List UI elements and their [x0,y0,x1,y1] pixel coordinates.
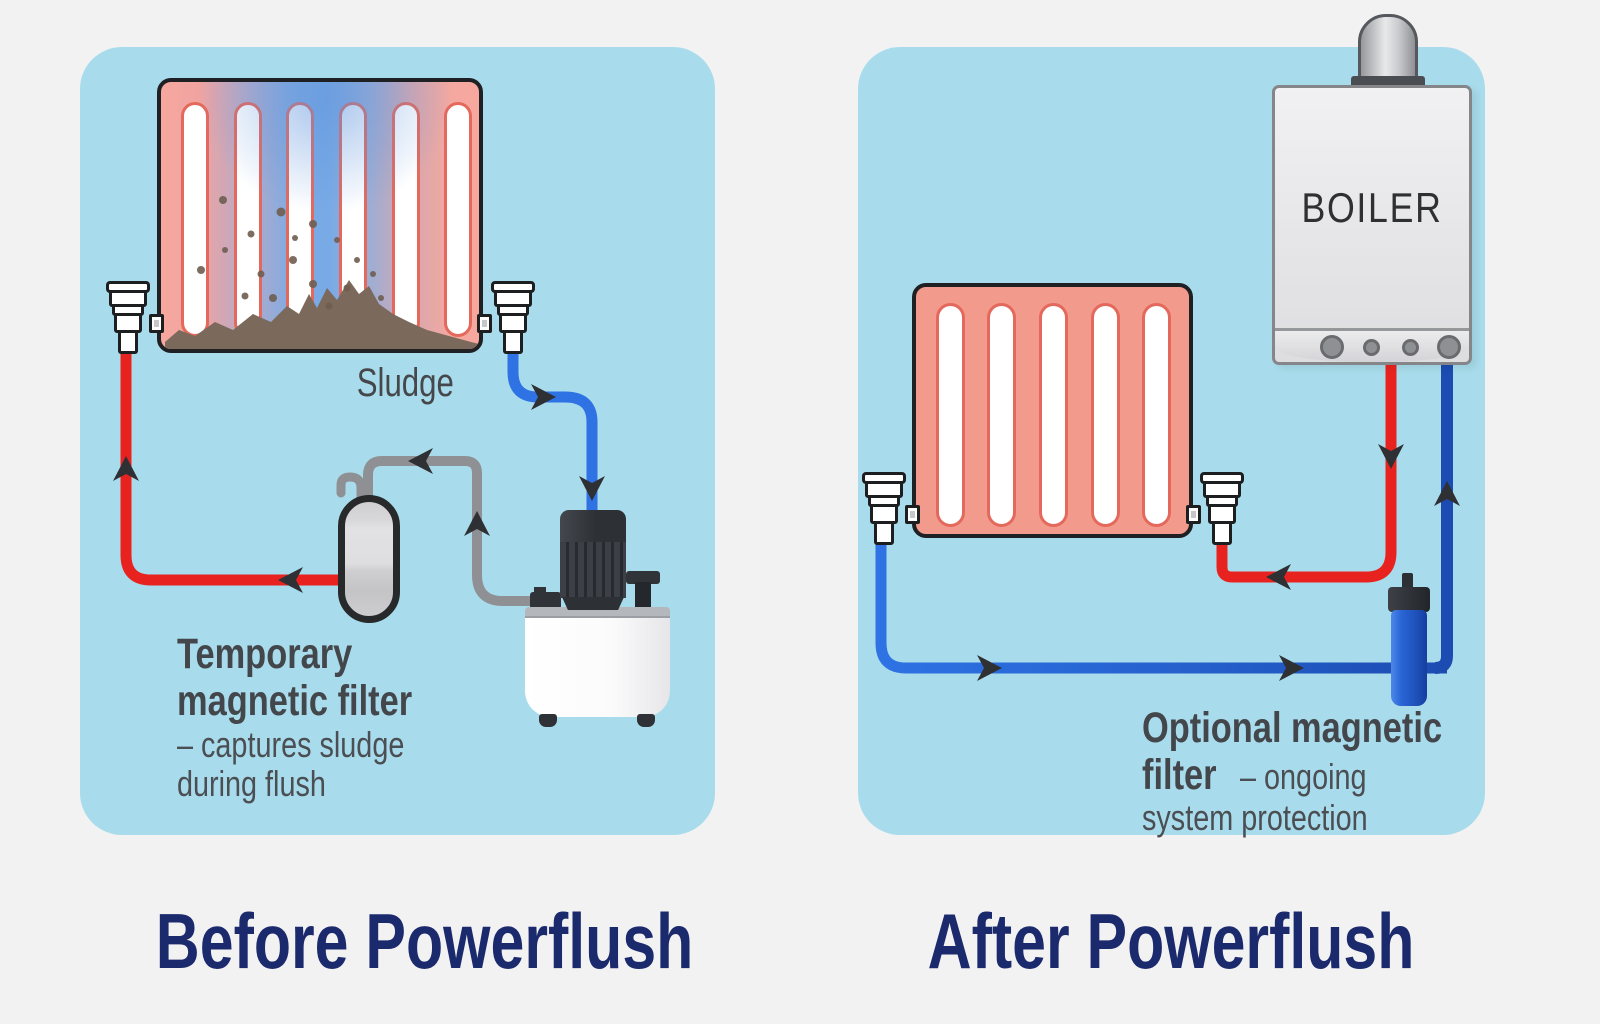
pump-hose [363,456,533,606]
optional-filter-caption: Optional magnetic filter – ongoing syste… [1142,704,1517,838]
radiator-slot [1091,303,1120,527]
optional-magnetic-filter [1391,610,1427,706]
capsule-vent-hook [336,472,366,504]
powerflush-pump-tank [525,607,670,727]
flow-arrow-down-icon [1378,444,1404,469]
flow-arrow-up-icon [1434,481,1460,506]
caption-line: – captures sludge [177,724,405,765]
pump-motor-cap [560,510,626,543]
flow-arrow-left-icon [1266,564,1291,590]
boiler-knob [1437,335,1461,359]
radiator-valve [105,281,164,361]
pump-motor [560,510,626,610]
flow-arrow-down-icon [579,476,605,501]
boiler-control-panel [1275,328,1469,362]
magnetic-filter-cap [1388,587,1430,612]
boiler-knob [1402,339,1419,356]
sludge-deposit [165,196,479,349]
magnetic-filter-stub [1402,573,1413,591]
caption-line: – ongoing [1239,756,1367,797]
pump-valve-stem [635,582,651,609]
flow-arrow-up-icon [464,511,490,536]
pump-valve-handle [626,571,660,584]
radiator-clean [912,283,1193,538]
pump-motor-ribs [560,542,626,598]
hot-pipe [1216,357,1397,583]
radiator-slot [936,303,965,527]
return-pipe-riser [1434,357,1453,674]
flow-arrow-left-icon [408,448,433,474]
caption-line: Temporary [177,630,353,678]
boiler-knob [1320,335,1344,359]
temporary-filter-caption: Temporary magnetic filter – captures slu… [177,630,471,804]
radiator-slot [1142,303,1171,527]
flow-arrow-left-icon [278,567,303,593]
boiler-flue [1358,14,1418,86]
temporary-magnetic-filter [338,495,400,623]
before-title-text: Before Powerflush [155,897,694,985]
after-pipework [875,357,1460,681]
caption-line: Optional magnetic [1142,704,1443,752]
boiler: BOILER [1272,85,1472,365]
sludge-label: Sludge [305,361,505,406]
pump-foot [637,714,655,727]
before-panel: Sludge Temporary magnetic filter – captu… [80,47,715,835]
cool-pipe [507,347,598,515]
after-title: After Powerflush [858,898,1485,984]
after-panel: BOILER Op [858,14,1485,837]
radiator-valve [477,281,536,361]
flow-arrow-right-icon [977,655,1002,681]
after-title-text: After Powerflush [928,897,1415,985]
caption-line: magnetic filter [177,677,413,725]
flow-arrow-right-icon [531,384,556,410]
boiler-label-text: BOILER [1301,184,1443,231]
caption-line: filter [1142,751,1217,799]
before-title: Before Powerflush [80,898,715,984]
before-pipework [113,347,605,606]
pump-foot [539,714,557,727]
hot-pipe [120,347,338,586]
boiler-label: BOILER [1275,184,1469,232]
boiler-knob [1363,339,1380,356]
radiator-dirty [157,78,483,353]
radiator-valve [1186,472,1245,552]
radiator-slot [1039,303,1068,527]
flow-arrow-up-icon [113,456,139,481]
sludge-label-text: Sludge [356,361,454,405]
caption-line: system protection [1142,797,1368,838]
radiator-slot [987,303,1016,527]
pump-lid [525,607,670,618]
return-pipe [875,537,1447,674]
radiator-valve [861,472,920,552]
pump-motor-base [561,597,625,610]
pump-inlet-port [530,587,561,609]
caption-line: during flush [177,763,326,804]
flow-arrow-right-icon [1279,655,1304,681]
sludge-particles [197,196,384,310]
